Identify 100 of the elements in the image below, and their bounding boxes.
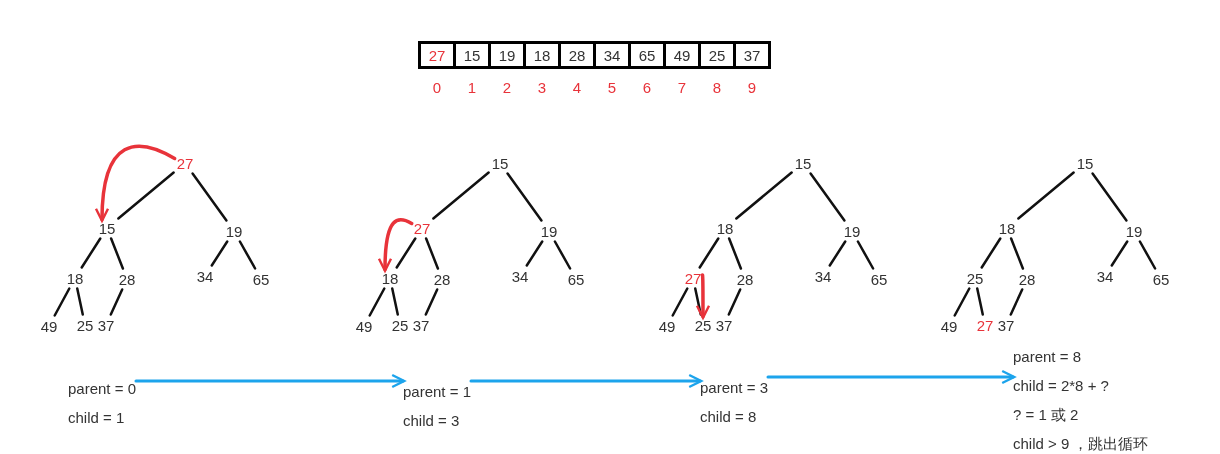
heap-value: 34 (196, 268, 214, 284)
heap-value: 37 (412, 317, 430, 333)
heap-value: 28 (736, 271, 754, 287)
index-label: 4 (572, 78, 582, 98)
tree-line (109, 288, 124, 316)
swap-arrow (695, 273, 711, 319)
tree-line (1009, 288, 1024, 316)
tree-line (368, 287, 386, 317)
heap-value: 18 (998, 220, 1016, 236)
statement-text: child = 1 (68, 408, 125, 428)
tree-line (828, 240, 847, 267)
heap-value: 19 (1125, 223, 1143, 239)
heap-value: 34 (1096, 268, 1114, 284)
heap-value: 37 (97, 317, 115, 333)
index-label: 0 (432, 78, 442, 98)
heap-value: 18 (716, 220, 734, 236)
heap-value: 27 (976, 317, 994, 333)
array-cell: 25 (701, 44, 733, 66)
index-label: 1 (467, 78, 477, 98)
tree-line (1017, 171, 1075, 220)
heap-value: 65 (1152, 271, 1170, 287)
heap-value: 18 (66, 270, 84, 286)
heap-value: 49 (40, 318, 58, 334)
swap-arrow (95, 144, 177, 222)
tree-line (980, 237, 1002, 269)
heap-value: 49 (355, 318, 373, 334)
tree-line (210, 240, 229, 267)
array-cell: 19 (491, 44, 523, 66)
tree-line (694, 287, 702, 316)
heap-value: 25 (966, 270, 984, 286)
heap-value: 19 (540, 223, 558, 239)
array-cell: 65 (631, 44, 663, 66)
statement-text: child = 8 (700, 407, 757, 427)
index-label: 3 (537, 78, 547, 98)
statement-text: parent = 0 (68, 379, 136, 399)
heap-value: 25 (391, 317, 409, 333)
tree-line (53, 287, 71, 317)
statement-text: ? = 1 或 2 (1013, 405, 1079, 425)
heap-value: 65 (567, 271, 585, 287)
step-arrow (134, 373, 406, 389)
heap-value: 27 (413, 220, 431, 236)
statement-text: child = 3 (403, 411, 460, 431)
tree-line (117, 171, 175, 220)
tree-line (76, 287, 84, 316)
index-label: 8 (712, 78, 722, 98)
heap-value: 25 (76, 317, 94, 333)
tree-line (735, 171, 793, 220)
heap-value: 34 (511, 268, 529, 284)
heap-value: 34 (814, 268, 832, 284)
tree-line (1091, 172, 1128, 222)
tree-line (424, 237, 440, 270)
heap-value: 28 (118, 271, 136, 287)
heap-value: 15 (1076, 155, 1094, 171)
tree-line (395, 237, 417, 269)
statement-text: parent = 1 (403, 382, 471, 402)
tree-line (1110, 240, 1129, 267)
tree-line (80, 237, 102, 269)
heap-value: 27 (684, 270, 702, 286)
index-label: 6 (642, 78, 652, 98)
tree-line (1138, 240, 1157, 270)
array-cell: 49 (666, 44, 698, 66)
tree-line (727, 288, 742, 316)
heap-value: 15 (794, 155, 812, 171)
tree-line (391, 287, 399, 316)
tree-line (976, 287, 984, 316)
statement-text: child = 2*8 + ? (1013, 376, 1109, 396)
swap-arrow (378, 217, 414, 272)
statement-text: parent = 8 (1013, 347, 1081, 367)
heap-value: 15 (491, 155, 509, 171)
tree-line (424, 288, 439, 316)
heap-value: 19 (225, 223, 243, 239)
array-cell: 34 (596, 44, 628, 66)
index-label: 5 (607, 78, 617, 98)
tree-line (671, 287, 689, 317)
tree-line (856, 240, 875, 270)
array-cell: 27 (421, 44, 453, 66)
heap-value: 25 (694, 317, 712, 333)
heap-value: 37 (715, 317, 733, 333)
array-cell: 28 (561, 44, 593, 66)
array-cell: 37 (736, 44, 768, 66)
heap-value: 27 (176, 155, 194, 171)
tree-line (809, 172, 846, 222)
array-cell: 15 (456, 44, 488, 66)
index-label: 2 (502, 78, 512, 98)
tree-line (553, 240, 572, 270)
heap-value: 28 (433, 271, 451, 287)
array-box (418, 41, 771, 69)
tree-line (191, 172, 228, 222)
tree-line (953, 287, 971, 317)
array-cell: 18 (526, 44, 558, 66)
index-label: 9 (747, 78, 757, 98)
heap-value: 65 (870, 271, 888, 287)
tree-line (525, 240, 544, 267)
index-label: 7 (677, 78, 687, 98)
tree-line (698, 237, 720, 269)
tree-line (1009, 237, 1025, 270)
step-arrow (766, 369, 1016, 385)
tree-line (506, 172, 543, 222)
heap-value: 37 (997, 317, 1015, 333)
heap-value: 15 (98, 220, 116, 236)
